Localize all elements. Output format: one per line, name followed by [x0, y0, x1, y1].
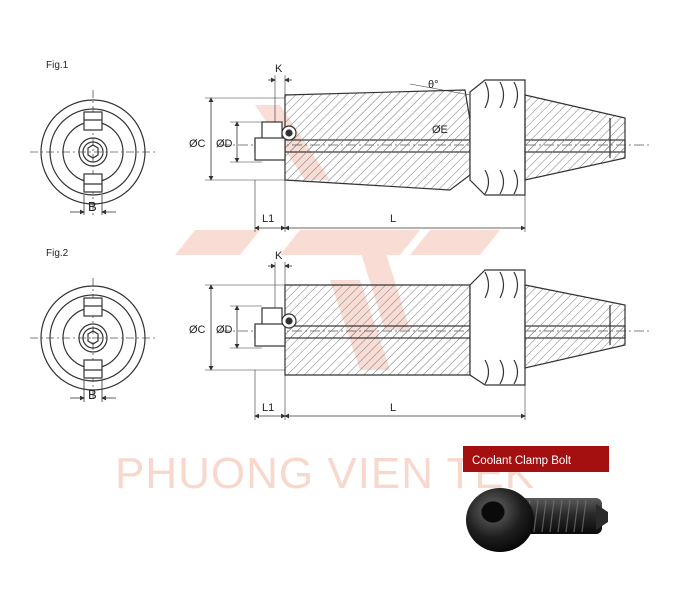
fig1-dim-E: ØE: [432, 124, 448, 136]
fig2-dim-K: K: [275, 250, 283, 262]
coolant-bolt-image: [466, 488, 608, 552]
fig2-dim-C: ØC: [189, 324, 206, 336]
fig2-dim-L: L: [390, 402, 396, 414]
fig1-title: Fig.1: [46, 60, 69, 71]
fig2-side-view: [205, 262, 650, 420]
fig1-side-view: [205, 75, 650, 232]
fig1-dim-theta: θ°: [428, 79, 439, 91]
fig1-dim-C: ØC: [189, 138, 206, 150]
fig1-dim-D: ØD: [216, 138, 233, 150]
fig1-dim-B: B: [88, 199, 97, 214]
coolant-badge: [463, 446, 609, 472]
fig1-dim-L1: L1: [262, 213, 274, 225]
fig2-dim-L1: L1: [262, 402, 274, 414]
fig2-title: Fig.2: [46, 248, 69, 259]
fig2-dim-D: ØD: [216, 324, 233, 336]
coolant-label: Coolant Clamp Bolt: [472, 455, 572, 467]
fig1-dim-K: K: [275, 63, 283, 75]
fig2-dim-B: B: [88, 387, 97, 402]
fig1-front-view: [30, 90, 158, 215]
fig1-dim-L: L: [390, 213, 396, 225]
fig2-front-view: [30, 278, 158, 402]
